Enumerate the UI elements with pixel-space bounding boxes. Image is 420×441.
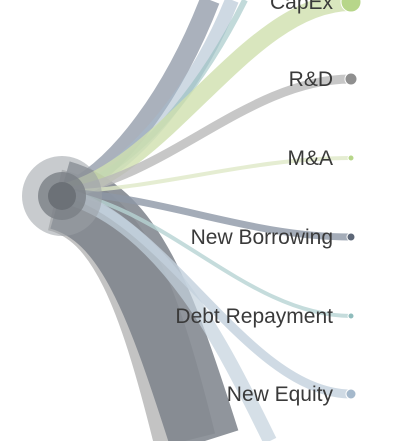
top-flows bbox=[57, 0, 248, 205]
flow-debt-repayment bbox=[65, 190, 352, 318]
node-dot-new-equity[interactable] bbox=[345, 388, 357, 400]
node-label-rnd: R&D bbox=[289, 68, 333, 91]
node-dot-new-borrowing[interactable] bbox=[346, 232, 356, 242]
node-label-debt-repayment: Debt Repayment bbox=[175, 305, 333, 328]
node-label-capex: CapEx bbox=[270, 0, 334, 14]
flow-new-equity bbox=[64, 187, 352, 399]
node-dot-mna[interactable] bbox=[347, 154, 355, 162]
node-label-new-borrowing: New Borrowing bbox=[191, 226, 333, 249]
node-label-mna: M&A bbox=[287, 147, 333, 170]
node-dot-rnd[interactable] bbox=[344, 72, 358, 86]
flow-rnd bbox=[65, 74, 352, 197]
node-flows bbox=[63, 0, 352, 399]
hub-core bbox=[48, 182, 76, 210]
hub bbox=[22, 156, 102, 236]
flow-new-borrowing bbox=[65, 188, 352, 241]
flow-capex bbox=[63, 0, 352, 201]
flow-mna bbox=[65, 156, 352, 194]
node-dot-debt-repayment[interactable] bbox=[347, 312, 355, 320]
node-label-new-equity: New Equity bbox=[227, 383, 334, 406]
node-dot-capex[interactable] bbox=[340, 0, 362, 13]
